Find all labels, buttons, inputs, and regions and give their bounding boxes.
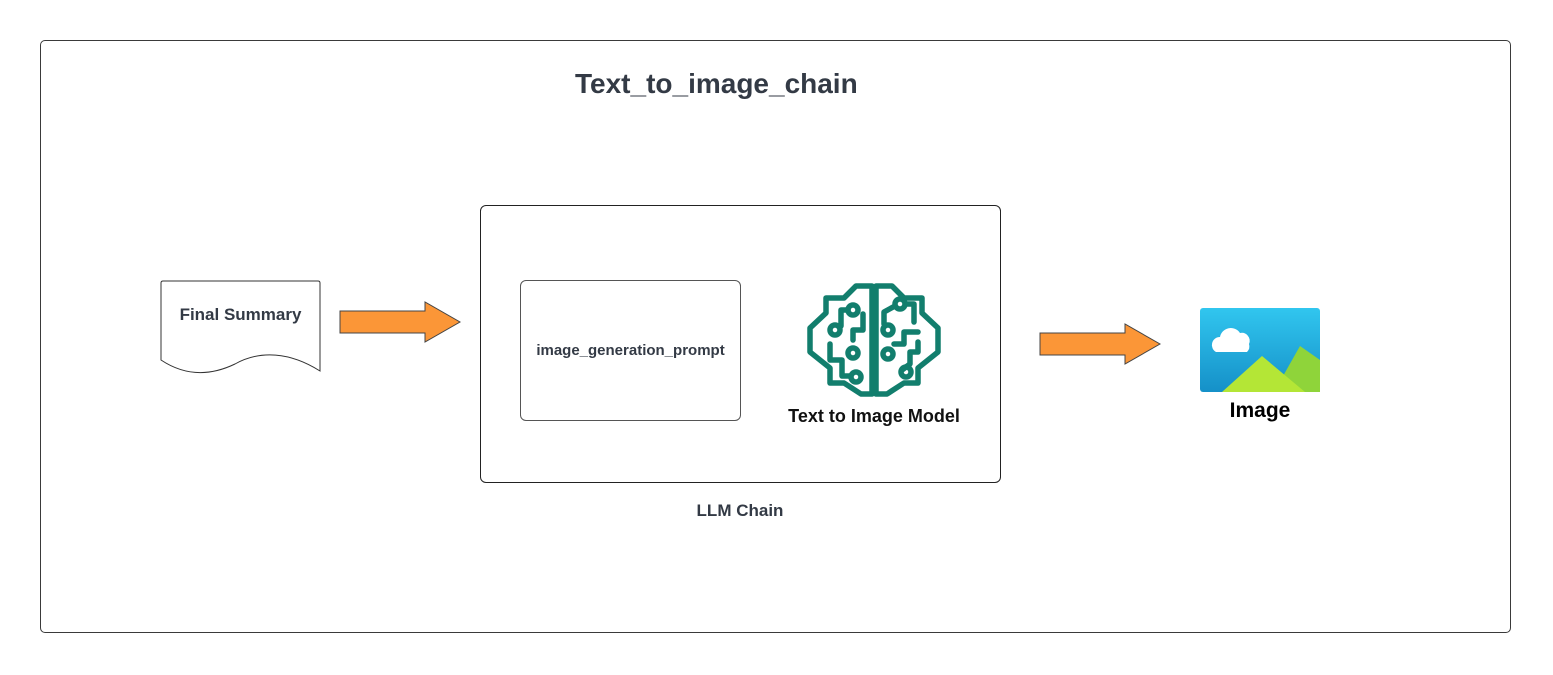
- arrow-summary-to-chain: [339, 301, 461, 343]
- image-landscape-icon: [1200, 308, 1320, 392]
- llm-chain-container: [480, 205, 1001, 483]
- image-generation-prompt-label: image_generation_prompt: [536, 342, 725, 359]
- diagram-title: Text_to_image_chain: [575, 68, 858, 99]
- diagram-frame: [40, 40, 1511, 633]
- final-summary-label: Final Summary: [179, 305, 302, 324]
- brain-circuit-icon: [807, 283, 941, 397]
- arrow-chain-to-image: [1039, 323, 1161, 365]
- text-to-image-model-label: Text to Image Model: [788, 406, 960, 426]
- llm-chain-label: LLM Chain: [696, 501, 784, 520]
- image-output-label: Image: [1229, 399, 1291, 422]
- final-summary-document-shape: [160, 280, 321, 373]
- image-generation-prompt-box: image_generation_prompt: [520, 280, 741, 421]
